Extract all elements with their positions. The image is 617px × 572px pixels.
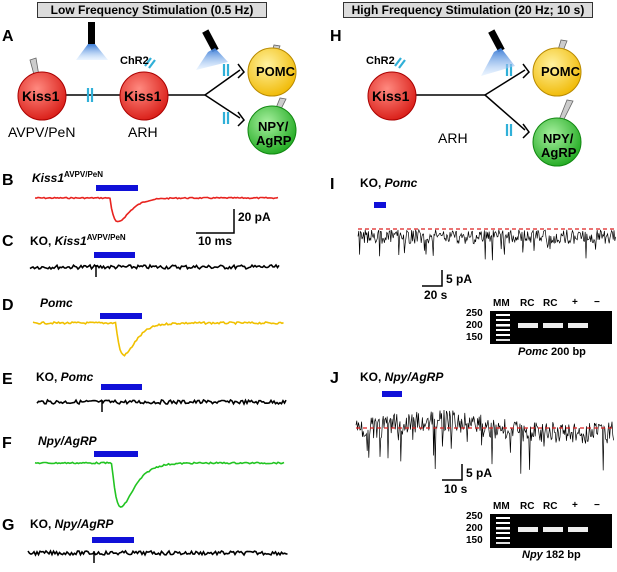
gel-j (490, 514, 612, 548)
trace-e-stim-bar (101, 384, 142, 390)
kiss1-left-label: Kiss1 (22, 88, 60, 104)
trace-e-line (36, 398, 287, 406)
gel-j-lane-neg: − (594, 500, 600, 511)
trace-label-b: Kiss1AVPV/PeN (32, 170, 104, 185)
trace-j-line (355, 409, 614, 474)
trace-j-stim-bar (382, 391, 402, 397)
npy-label-h-line2: AgRP (541, 145, 577, 160)
trace-c-stim-bar (94, 252, 135, 258)
gel-j-ladder-250: 250 (466, 511, 483, 522)
left-traces (27, 185, 288, 563)
diagram-a (17, 22, 297, 155)
trace-label-d: Pomc (40, 296, 73, 310)
gel-j-lane-mm: MM (493, 501, 510, 512)
trace-c-line (29, 263, 280, 271)
scale-bar-left (196, 209, 235, 234)
panel-letter-h: H (330, 28, 342, 45)
trace-label-c: KO, Kiss1AVPV/PeN (30, 233, 126, 248)
panel-letter-j: J (330, 370, 339, 387)
trace-i-stim-bar (374, 202, 386, 208)
gel-j-caption: Npy 182 bp (522, 549, 581, 561)
trace-label-f: Npy/AgRP (38, 434, 97, 448)
chr2-label-a: ChR2 (120, 55, 149, 67)
gel-j-lane-rc2: RC (543, 501, 558, 512)
gel-i (490, 311, 612, 344)
gel-i-lane-neg: − (594, 297, 600, 308)
panel-letter-c: C (2, 233, 14, 250)
panel-letter-e: E (2, 371, 13, 388)
panel-letter-i: I (330, 176, 335, 193)
gel-i-lane-rc1: RC (520, 298, 535, 309)
npy-label-h-line1: NPY/ (543, 131, 574, 146)
trace-d-line (32, 321, 284, 357)
region-arh-label-h: ARH (438, 130, 468, 146)
trace-i-line (357, 228, 616, 261)
region-arh-label-a: ARH (128, 124, 158, 140)
trace-label-g: KO, Npy/AgRP (30, 517, 114, 531)
scale-y-label-i: 5 pA (446, 272, 473, 286)
kiss1-right-label: Kiss1 (124, 88, 162, 104)
gel-i-ladder-150: 150 (466, 332, 483, 343)
scale-y-label-left: 20 pA (238, 210, 271, 224)
trace-f-line (34, 461, 285, 508)
trace-b-line (34, 196, 279, 223)
scale-x-label-j: 10 s (444, 482, 468, 496)
left-banner: Low Frequency Stimulation (0.5 Hz) (37, 2, 267, 18)
gel-i-caption: Pomc 200 bp (518, 346, 586, 358)
gel-j-lane-rc1: RC (520, 501, 535, 512)
trace-label-e: KO, Pomc (36, 370, 94, 384)
pomc-label-a: POMC (256, 64, 295, 79)
npy-label-a-line1: NPY/ (258, 119, 289, 134)
panel-letter-g: G (2, 517, 15, 534)
trace-f-stim-bar (94, 451, 138, 457)
panel-letter-b: B (2, 172, 14, 189)
pomc-label-h: POMC (541, 64, 580, 79)
diagram-h (367, 29, 582, 167)
gel-j-ladder-150: 150 (466, 535, 483, 546)
right-banner: High Frequency Stimulation (20 Hz; 10 s) (343, 2, 593, 18)
gel-i-ladder-200: 200 (466, 320, 483, 331)
scale-y-label-j: 5 pA (466, 466, 493, 480)
trace-label-j: KO, Npy/AgRP (360, 370, 444, 384)
trace-i (357, 202, 616, 261)
npy-label-a-line2: AgRP (256, 133, 292, 148)
scale-bar-j (442, 464, 463, 481)
region-avpv-label: AVPV/PeN (8, 124, 76, 140)
trace-j (355, 391, 614, 474)
gel-j-ladder-200: 200 (466, 523, 483, 534)
panel-letter-d: D (2, 297, 14, 314)
trace-g-stim-bar (92, 537, 134, 543)
scale-x-label-left: 10 ms (198, 234, 233, 248)
gel-i-lane-pos: + (572, 297, 578, 308)
gel-i-lane-rc2: RC (543, 298, 558, 309)
gel-i-lane-mm: MM (493, 298, 510, 309)
trace-d-stim-bar (100, 313, 142, 319)
panel-letter-f: F (2, 435, 12, 452)
gel-i-ladder-250: 250 (466, 308, 483, 319)
chr2-label-h: ChR2 (366, 55, 395, 67)
kiss1-label-h: Kiss1 (372, 88, 410, 104)
light-source-icon (202, 29, 219, 53)
trace-label-i: KO, Pomc (360, 176, 418, 190)
scale-x-label-i: 20 s (424, 288, 448, 302)
scale-bar-i (422, 270, 443, 287)
panel-letter-a: A (2, 28, 14, 45)
trace-b-stim-bar (96, 185, 138, 191)
gel-j-lane-pos: + (572, 500, 578, 511)
trace-g-line (27, 549, 288, 557)
